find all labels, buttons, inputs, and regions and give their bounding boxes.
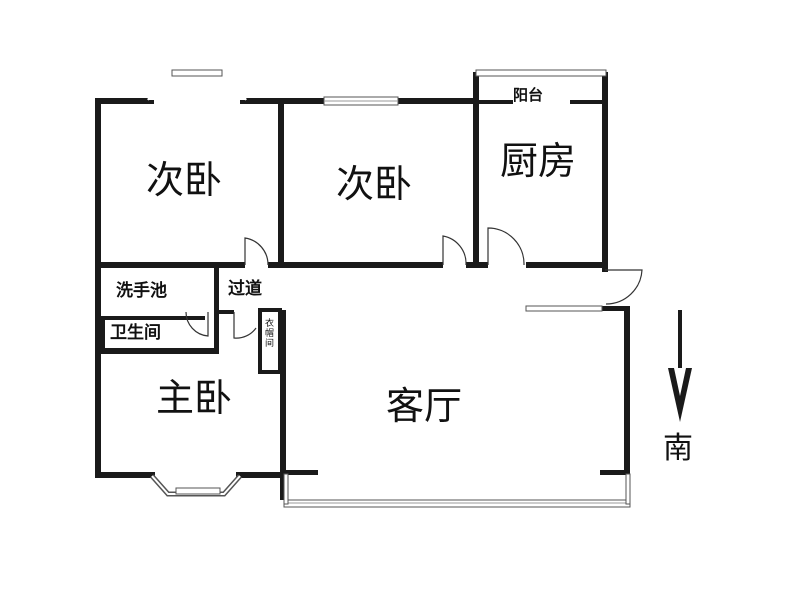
windows — [147, 69, 631, 508]
south-arrow-icon — [668, 310, 692, 422]
doors — [185, 227, 643, 339]
room-label-balcony: 阳台 — [513, 87, 544, 104]
room-label-bathroom: 卫生间 — [110, 323, 161, 342]
room-label-kitchen: 厨房 — [500, 141, 577, 183]
room-label-master-bedroom: 主卧 — [156, 378, 233, 420]
room-label-closet: 衣帽间 — [264, 318, 274, 348]
walls — [95, 72, 630, 500]
room-label-living-room: 客厅 — [386, 386, 463, 428]
room-label-washbasin: 洗手池 — [116, 281, 167, 300]
room-label-bedroom-nw: 次卧 — [146, 160, 223, 202]
room-label-corridor: 过道 — [228, 279, 262, 298]
room-label-bedroom-n: 次卧 — [336, 164, 413, 206]
compass-label-south: 南 — [663, 432, 693, 465]
